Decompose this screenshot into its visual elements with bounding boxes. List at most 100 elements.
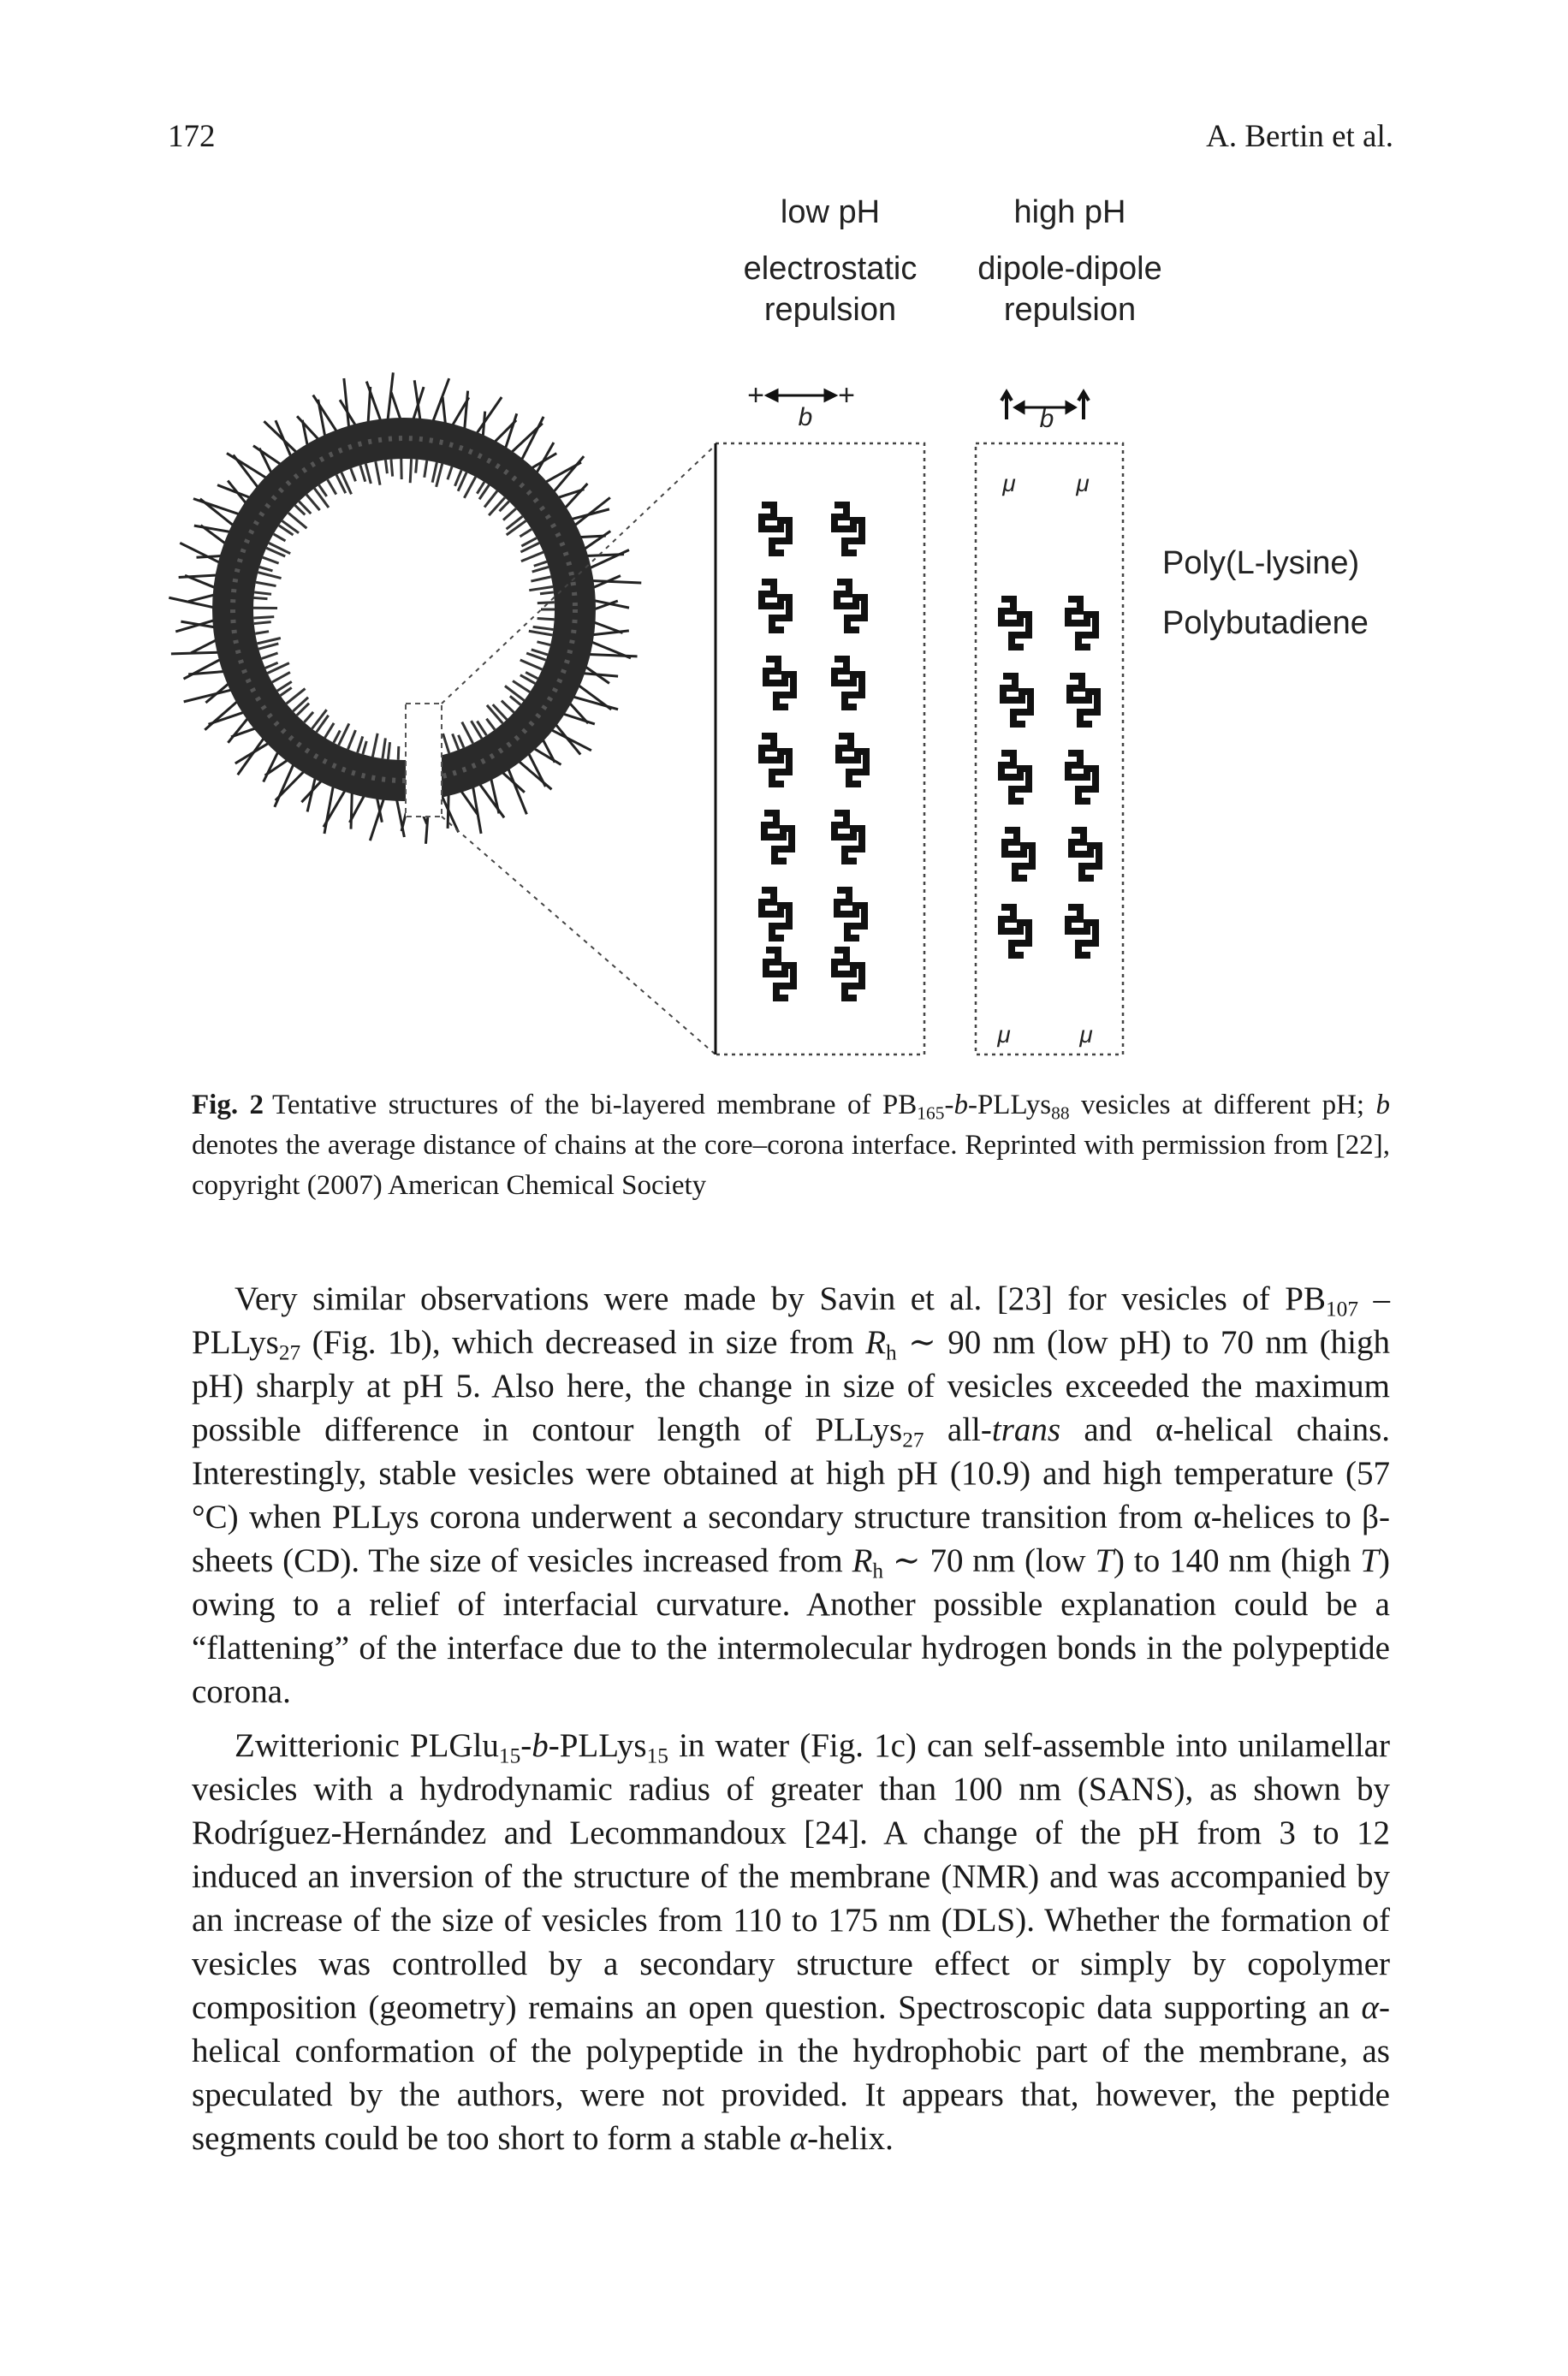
caption-fig-number: Fig. 2 [192,1090,264,1120]
p1-rh1-sub: h [886,1340,897,1365]
corona-chain [441,396,447,425]
p1-rh2: R [852,1542,873,1579]
inner-corona-chain [520,541,540,554]
caption-ital-b: b [953,1090,968,1120]
inner-corona-chain [531,648,549,656]
corona-chain [295,415,320,441]
body-paragraph-2: Zwitterionic PLGlu15-b-PLLys15 in water … [192,1724,1390,2160]
corona-chain [217,484,251,499]
inner-corona-chain [502,508,517,521]
inner-corona-chain [279,686,293,697]
high-ph-panel [974,442,1125,1056]
low-ph-subtitle-line1: electrostatic [743,251,918,287]
inner-corona-chain [512,680,531,693]
inner-corona-chain [470,720,484,740]
caption-text-d: vesicles at different pH; [1069,1090,1376,1120]
inner-corona-chain [287,512,308,530]
p1-t2: T [1360,1542,1379,1579]
corona-chain [236,737,265,776]
corona-chain [431,377,451,423]
inner-corona-chain [381,738,387,759]
inner-corona-chain [532,625,554,632]
inner-corona-chain [326,478,338,496]
inner-corona-chain [255,580,276,588]
inner-corona-chain [268,541,291,555]
inner-corona-chain [255,630,270,635]
inner-corona-chain [451,733,460,751]
inner-corona-chain [457,734,466,749]
p2-s3: -PLLys [548,1727,647,1764]
p1-s9: ) owing to a relief of interfacial curva… [192,1542,1390,1710]
inner-corona-chain [335,474,347,494]
zoom-line-bottom [441,816,716,1055]
inner-corona-chain [526,651,547,662]
corona-chain [501,770,526,793]
corona-chain [169,596,215,609]
dipole-mu-top-left: μ [1002,470,1016,496]
inner-corona-chain [305,493,321,512]
high-ph-title: high pH [1013,194,1126,230]
inner-corona-chain [340,472,353,495]
corona-chain [475,396,503,435]
corona-chain [190,639,217,655]
p2-s5: -helical conformation of the polypeptide… [192,1989,1390,2157]
inner-corona-chain [408,459,413,484]
vesicle-corona-chains [169,372,642,844]
corona-chain [589,549,630,570]
inner-corona-chain [528,629,553,637]
inner-corona-chain [498,500,510,513]
p1-s5: all- [924,1411,992,1448]
zoom-line-top [441,444,716,704]
inner-corona-chain [359,465,367,483]
caption-text-e: denotes the average distance of chains a… [192,1129,1390,1201]
corona-chain [591,574,621,590]
inner-corona-chain [332,729,342,744]
inner-corona-chain [396,745,401,760]
corona-chain [413,380,422,421]
p2-sub2: 15 [646,1743,668,1768]
figure-illustration [169,372,1125,1056]
corona-chain [517,760,553,791]
inner-corona-chain [253,591,272,596]
corona-chain [583,530,612,550]
p1-rh2-sub: h [872,1559,884,1583]
inner-corona-chain [383,460,389,474]
corona-chain [306,777,317,812]
inner-corona-chain [476,481,486,495]
inner-corona-chain [253,596,268,601]
inner-corona-chain [258,565,273,573]
inner-corona-chain [478,484,490,501]
corona-chain [187,593,216,603]
corona-chain [573,496,611,527]
inner-corona-chain [276,680,293,692]
inner-corona-chain [272,532,287,543]
corona-chain [323,785,335,835]
corona-chain [507,768,528,815]
p2-alpha1: α [1361,1989,1379,2026]
inner-corona-chain [442,733,451,754]
high-ph-distance-arrow [1013,400,1078,415]
corona-chain [582,672,619,678]
corona-chain [562,712,596,726]
inner-corona-chain [262,555,280,565]
inner-corona-chain [264,661,279,669]
low-ph-panel [714,442,926,1056]
inner-corona-chain [537,640,551,647]
inner-corona-chain [485,704,504,724]
inner-corona-chain [258,571,282,580]
inner-corona-chain [313,487,330,508]
caption-sub-a: 165 [917,1102,945,1124]
inner-corona-chain [292,696,310,713]
inner-corona-chain [389,459,395,477]
corona-chain [386,372,395,420]
corona-chain [395,799,406,838]
inner-corona-chain [505,520,527,537]
corona-chain [375,797,383,823]
corona-chain [312,394,338,433]
p1-t1: T [1095,1542,1114,1579]
inner-corona-chain [504,685,526,702]
inner-corona-chain [476,720,488,737]
legend-polybutadiene: Polybutadiene [1162,605,1369,641]
page-number: 172 [168,119,216,154]
corona-chain [552,455,585,493]
